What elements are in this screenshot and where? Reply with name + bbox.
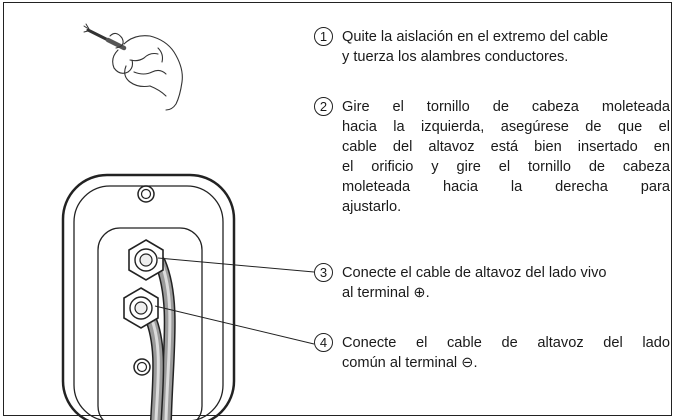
- leader-line-3: [157, 257, 315, 273]
- step-text: Quite la aislación en el extremo del cab…: [342, 29, 609, 65]
- speaker-cable-icon: [144, 256, 176, 420]
- step-number: 3: [314, 263, 333, 282]
- step-number: 1: [314, 27, 333, 46]
- mounting-screw-bottom-icon: [133, 358, 151, 376]
- step-number: 4: [314, 333, 333, 352]
- hand-twisting-wire-icon: [83, 23, 183, 111]
- terminal-negative-icon: [123, 287, 159, 329]
- leader-line-4: [154, 305, 315, 345]
- step-number: 2: [314, 97, 333, 116]
- mounting-screw-top-icon: [137, 185, 155, 203]
- step-text: Conecte el cable de altavoz del lado com…: [342, 335, 670, 371]
- instruction-panel: [3, 2, 672, 416]
- step-text: Gire el tornillo de cabeza moleteada hac…: [342, 99, 670, 215]
- terminal-positive-icon: [128, 239, 164, 281]
- speaker-terminal-plate-icon: [61, 173, 236, 420]
- step-text: Conecte el cable de altavoz del lado viv…: [342, 265, 607, 301]
